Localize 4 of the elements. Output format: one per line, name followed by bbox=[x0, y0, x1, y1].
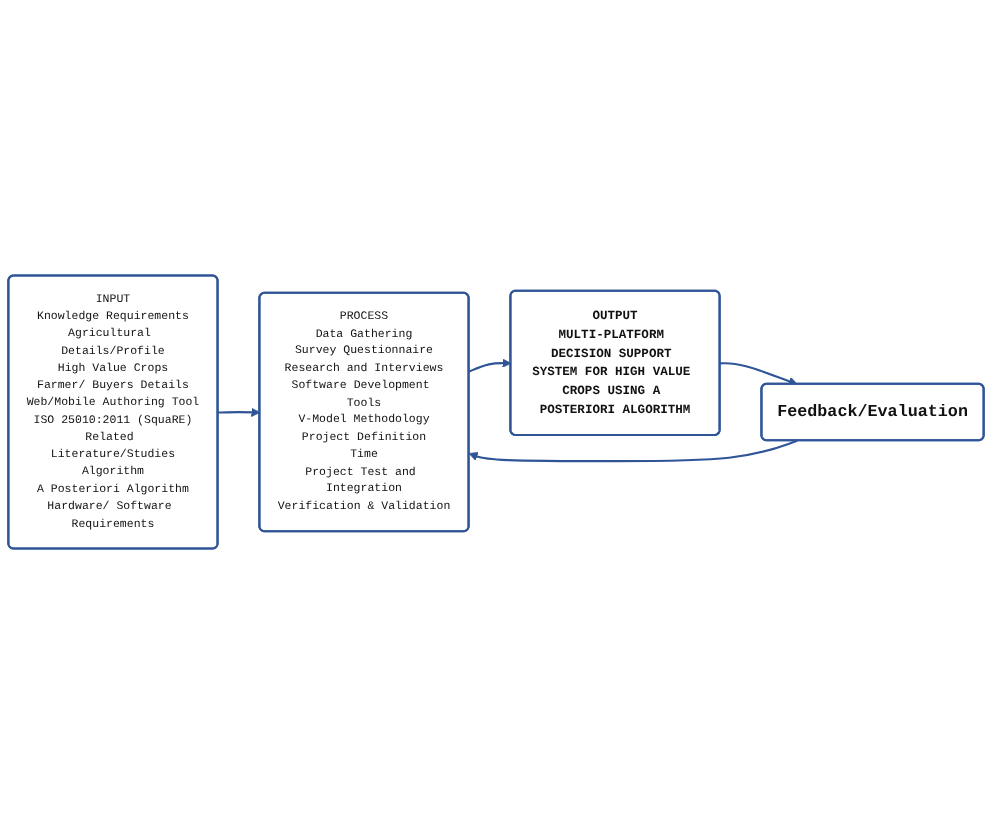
arrow bbox=[468, 358, 512, 373]
arrow bbox=[720, 362, 798, 386]
arrow bbox=[218, 407, 261, 417]
arrow bbox=[468, 439, 798, 463]
